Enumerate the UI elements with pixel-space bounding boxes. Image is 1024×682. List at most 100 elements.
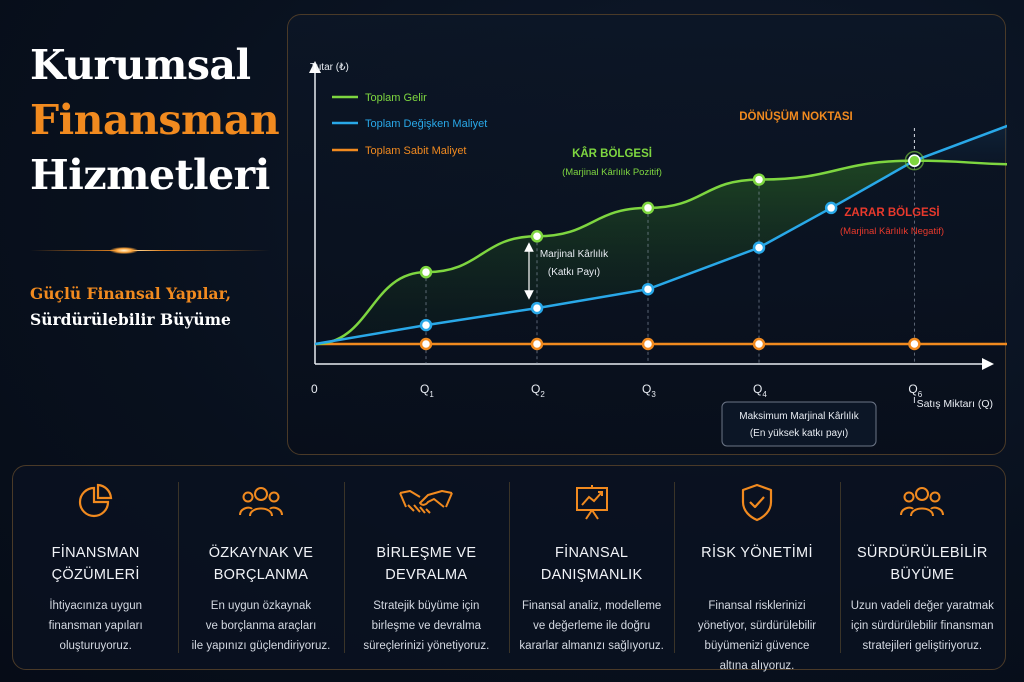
service-description-line: yönetiyor, sürdürülebilir: [697, 620, 817, 632]
service-description-line: altına alıyoruz.: [719, 660, 795, 672]
variable-cost-point: [824, 201, 838, 215]
origin-label: 0: [311, 382, 318, 396]
x-tick-label: Q4: [753, 382, 767, 399]
service-description-line: Stratejik büyüme için: [373, 600, 480, 612]
service-description-line: süreçlerinizi yönetiyoruz.: [363, 640, 490, 652]
loss-zone-title: ZARAR BÖLGESİ: [844, 206, 939, 219]
service-card: FİNANSAL DANIŞMANLIK Finansal analiz, mode…: [508, 466, 674, 669]
services-bar: FİNANSMAN ÇÖZÜMLERİ İhtiyacınıza uygun fina…: [12, 465, 1006, 672]
margin-label-line1: Marjinal Kârlılık: [540, 249, 609, 260]
x-tick-sub: 1: [429, 390, 434, 399]
revenue-point: [530, 230, 544, 243]
service-description-line: kararlar almanızı sağlıyoruz.: [519, 640, 664, 652]
service-description-line: İhtiyacınıza uygun: [49, 600, 143, 612]
title-line-3: Hizmetleri: [30, 151, 270, 199]
y-axis-label: Tutar (₺): [310, 62, 349, 73]
variable-cost-point: [752, 241, 766, 254]
service-card: RİSK YÖNETİMİ Finansal risklerinizi yöneti…: [674, 466, 839, 672]
x-tick-label: Q1: [420, 382, 434, 399]
service-description-line: Finansal risklerinizi: [708, 600, 806, 612]
users-icon: [178, 480, 343, 524]
fixed-cost-point: [530, 337, 544, 351]
service-title-line: BİRLEŞME VE: [376, 545, 477, 561]
max-label-line1: Maksimum Marjinal Kârlılık: [739, 411, 859, 422]
legend-label: Toplam Gelir: [365, 92, 427, 104]
max-label-line2: (En yüksek katkı payı): [750, 428, 848, 439]
legend-label: Toplam Değişken Maliyet: [365, 118, 487, 130]
service-title-line: RİSK YÖNETİMİ: [701, 545, 813, 561]
profit-zone-subtitle: (Marjinal Kârlılık Pozitif): [562, 167, 662, 178]
variable-cost-point: [641, 282, 655, 296]
service-title: BİRLEŞME VE DEVRALMA: [344, 542, 509, 586]
variable-cost-point: [419, 318, 433, 332]
service-description-line: oluşturuyoruz.: [59, 640, 132, 652]
service-title-line: DEVRALMA: [385, 567, 468, 583]
subtitle-line-2: Sürdürülebilir Büyüme: [30, 310, 231, 329]
service-description-line: stratejileri geliştiriyoruz.: [862, 640, 983, 652]
service-title-line: FİNANSAL: [554, 545, 629, 561]
turning-point-halo: [904, 150, 925, 171]
turning-point-marker: [908, 154, 921, 167]
fixed-cost-point: [419, 337, 433, 351]
x-tick-label: Q2: [531, 382, 545, 399]
service-title: FİNANSMAN ÇÖZÜMLERİ: [13, 542, 178, 586]
revenue-point: [641, 201, 655, 215]
team-icon: [840, 480, 1005, 524]
service-card: ÖZKAYNAK VE BORÇLANMA En uygun özkaynak ve …: [178, 466, 343, 669]
service-title-line: DANIŞMANLIK: [540, 567, 643, 583]
max-annotation-box: [721, 401, 877, 447]
title-line-2: Finansman: [30, 96, 280, 144]
service-description-line: büyümenizi güvence: [704, 640, 810, 652]
service-title-line: SÜRDÜRÜLEBİLİR: [856, 545, 988, 561]
service-card: SÜRDÜRÜLEBİLİR BÜYÜME Uzun vadeli değer ya…: [839, 466, 1005, 669]
service-description: Finansal analiz, modelleme ve değerleme i…: [509, 596, 674, 656]
service-description-line: Finansal analiz, modelleme: [521, 600, 662, 612]
x-tick-sub: 2: [540, 390, 545, 399]
service-title: RİSK YÖNETİMİ: [674, 542, 839, 586]
service-description-line: için sürdürülebilir finansman: [851, 620, 994, 632]
chart-panel: Tutar (₺)Satış Miktarı (Q)0Q1Q2Q3Q4Q6Q7T…: [287, 14, 1007, 455]
service-description-line: ve borçlanma araçları: [205, 620, 317, 632]
service-description-line: En uygun özkaynak: [210, 600, 312, 612]
x-axis-label: Satış Miktarı (Q): [917, 398, 993, 410]
revenue-point: [419, 265, 433, 279]
breakeven-chart: Tutar (₺)Satış Miktarı (Q)0Q1Q2Q3Q4Q6Q7T…: [309, 61, 1007, 447]
x-tick-sub: 4: [762, 390, 767, 399]
fixed-cost-point: [908, 337, 921, 351]
service-title-line: ÖZKAYNAK VE: [208, 545, 314, 561]
service-title-line: FİNANSMAN: [51, 545, 140, 561]
service-description-line: ve değerleme ile doğru: [533, 620, 651, 632]
profit-zone-title: KÂR BÖLGESİ: [572, 147, 652, 160]
shield-check-icon: [674, 480, 839, 524]
x-tick-label: Q3: [642, 382, 656, 399]
service-title-line: BÜYÜME: [890, 567, 955, 583]
margin-label-line2: (Katkı Payı): [548, 267, 600, 278]
subtitle-line-1: Güçlü Finansal Yapılar,: [30, 284, 232, 303]
hero-section: Kurumsal Finansman Hizmetleri Güçlü Fina…: [30, 38, 280, 329]
service-description: Stratejik büyüme için birleşme ve devralm…: [344, 596, 509, 656]
x-tick-sub: 3: [651, 390, 656, 399]
service-title-line: ÇÖZÜMLERİ: [51, 567, 140, 583]
presentation-icon: [509, 480, 674, 524]
service-description-line: ile yapınızı güçlendiriyoruz.: [191, 640, 331, 652]
service-title-line: BORÇLANMA: [213, 567, 309, 583]
handshake-icon: [344, 480, 509, 524]
legend-label: Toplam Sabit Maliyet: [365, 145, 467, 157]
x-tick-label: Q6: [908, 382, 922, 399]
service-card: FİNANSMAN ÇÖZÜMLERİ İhtiyacınıza uygun fina…: [13, 466, 178, 669]
service-card: BİRLEŞME VE DEVRALMA Stratejik büyüme için…: [343, 466, 509, 669]
pie-chart-icon: [13, 480, 178, 524]
service-description: Finansal risklerinizi yönetiyor, sürdürül…: [674, 596, 839, 676]
title-line-1: Kurumsal: [30, 41, 251, 89]
service-title: ÖZKAYNAK VE BORÇLANMA: [178, 542, 343, 586]
service-description: En uygun özkaynak ve borçlanma araçları il…: [178, 596, 343, 656]
page-title: Kurumsal Finansman Hizmetleri: [30, 38, 280, 203]
loss-zone-subtitle: (Marjinal Kârlılık Negatif): [840, 226, 944, 237]
service-description-line: birleşme ve devralma: [371, 620, 481, 632]
profit-area: [315, 160, 915, 344]
turning-point-label: DÖNÜŞÜM NOKTASI: [739, 110, 853, 123]
fixed-cost-point: [752, 337, 766, 351]
service-description-line: finansman yapıları: [48, 620, 143, 632]
page-subtitle: Güçlü Finansal Yapılar, Sürdürülebilir B…: [30, 281, 231, 333]
